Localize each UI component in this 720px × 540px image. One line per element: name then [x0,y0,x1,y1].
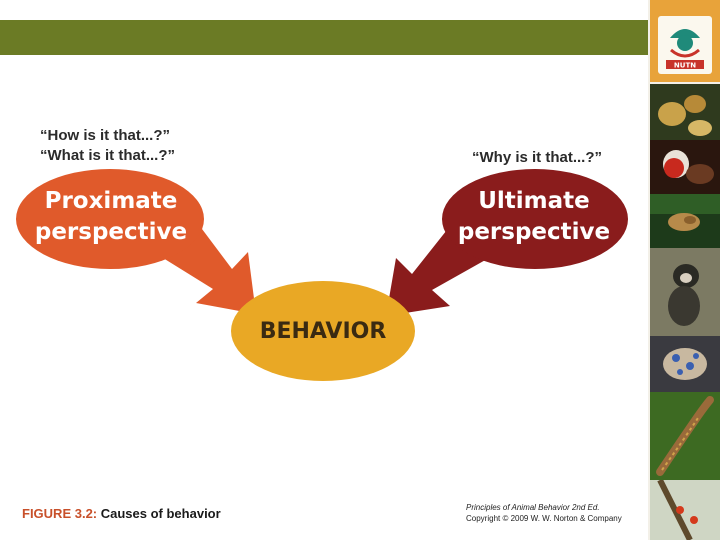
proximate-label: Proximate perspective [22,186,200,248]
ultimate-question: “Why is it that...?” [472,148,602,167]
behavior-label: BEHAVIOR [233,318,413,346]
behavior-diagram [0,0,648,540]
ultimate-label-line2: perspective [445,217,623,248]
figure-number: FIGURE 3.2: [22,506,97,521]
insect-on-branch-photo [650,480,720,540]
logo-emblem: NUTN [658,16,712,74]
proximate-label-line1: Proximate [22,186,200,217]
octopus-photo [650,336,720,392]
credit-copyright: Copyright © 2009 W. W. Norton & Company [466,513,622,524]
svg-text:NUTN: NUTN [674,62,696,70]
lizard-photo [650,392,720,480]
figure-caption: FIGURE 3.2: Causes of behavior [22,506,221,521]
red-bird-photo [650,140,720,194]
university-logo: NUTN [650,0,720,82]
proximate-label-line2: perspective [22,217,200,248]
logo-icon: NUTN [658,16,712,74]
proximate-question-1: “How is it that...?” [40,126,170,145]
figure-title: Causes of behavior [101,506,221,521]
credit-book: Principles of Animal Behavior 2nd Ed. [466,502,622,513]
orchid-photo [650,84,720,140]
ultimate-label: Ultimate perspective [445,186,623,248]
monkey-photo [650,248,720,336]
credit-text: Principles of Animal Behavior 2nd Ed. Co… [466,502,622,524]
frog-photo [650,194,720,248]
proximate-question-2: “What is it that...?” [40,146,175,165]
ultimate-label-line1: Ultimate [445,186,623,217]
